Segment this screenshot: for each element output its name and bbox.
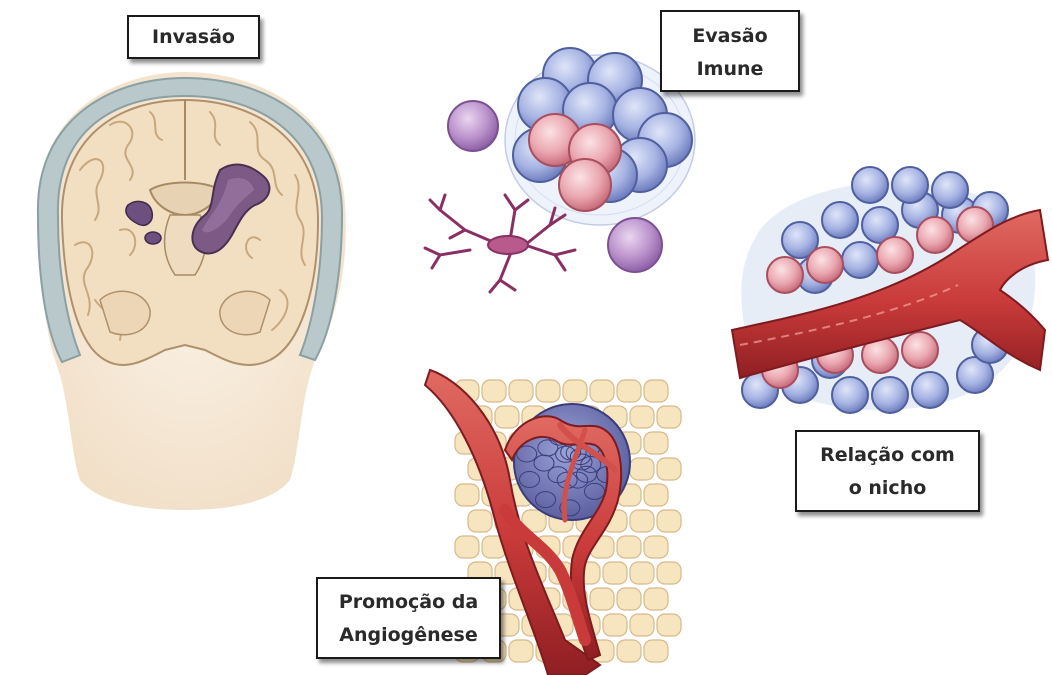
- tissue-cell: [630, 614, 654, 636]
- tissue-cell: [644, 536, 668, 558]
- tissue-cell: [657, 406, 681, 428]
- label-immune-evasion: Evasão Imune: [660, 10, 800, 92]
- niche-cell: [912, 372, 948, 408]
- immune-cell: [448, 101, 498, 151]
- tissue-cell: [657, 458, 681, 480]
- tissue-cell: [590, 380, 614, 402]
- tissue-cell: [630, 458, 654, 480]
- glioma-stem-cell: [559, 159, 611, 211]
- tissue-cell: [455, 536, 479, 558]
- tissue-cell: [603, 562, 627, 584]
- tissue-cell: [657, 510, 681, 532]
- niche-cell: [872, 377, 908, 413]
- tissue-cell: [657, 614, 681, 636]
- tissue-cell: [563, 380, 587, 402]
- niche-cell: [822, 202, 858, 238]
- tissue-cell: [644, 484, 668, 506]
- tissue-cell: [630, 510, 654, 532]
- tissue-cell: [617, 588, 641, 610]
- tissue-cell: [657, 562, 681, 584]
- niche-cell: [832, 377, 868, 413]
- satellite-lesion: [145, 232, 161, 244]
- immune-cell: [608, 218, 662, 272]
- label-angiogenesis-line1: Promoção da: [318, 586, 499, 619]
- niche-cell: [852, 167, 888, 203]
- tissue-cell: [455, 484, 479, 506]
- glioma-stem-cell: [767, 257, 803, 293]
- label-niche-relationship: Relação com o nicho: [795, 430, 980, 512]
- glioma-stem-cell: [877, 237, 913, 273]
- tissue-cell: [644, 380, 668, 402]
- tissue-cell: [603, 614, 627, 636]
- tissue-cell: [644, 640, 668, 662]
- tissue-cell: [482, 380, 506, 402]
- tissue-cell: [536, 380, 560, 402]
- niche-relationship-illustration: [732, 167, 1048, 413]
- label-immune-evasion-line1: Evasão: [662, 20, 798, 53]
- label-niche-line1: Relação com: [797, 439, 978, 472]
- glioma-stem-cell: [917, 217, 953, 253]
- tissue-cell: [630, 562, 654, 584]
- brain-coronal-section: [38, 72, 346, 510]
- label-niche-line2: o nicho: [797, 472, 978, 505]
- label-angiogenesis-line2: Angiogênese: [318, 619, 499, 652]
- tissue-cell: [509, 380, 533, 402]
- label-angiogenesis: Promoção da Angiogênese: [316, 577, 501, 659]
- tissue-cell: [644, 432, 668, 454]
- tissue-cell: [617, 536, 641, 558]
- label-invasion: Invasão: [127, 15, 260, 59]
- tissue-cell: [468, 510, 492, 532]
- immune-evasion-illustration: [425, 48, 695, 292]
- tissue-cell: [495, 406, 519, 428]
- tissue-cell: [630, 406, 654, 428]
- tissue-cell: [617, 380, 641, 402]
- tissue-cell: [617, 640, 641, 662]
- tissue-cell: [590, 588, 614, 610]
- glioma-stem-cell: [807, 247, 843, 283]
- niche-cell: [892, 167, 928, 203]
- label-invasion-text: Invasão: [129, 17, 258, 57]
- tissue-cell: [509, 640, 533, 662]
- glioma-stem-cell: [902, 332, 938, 368]
- label-immune-evasion-line2: Imune: [662, 53, 798, 86]
- niche-cell: [842, 242, 878, 278]
- tissue-cell: [644, 588, 668, 610]
- niche-cell: [932, 172, 968, 208]
